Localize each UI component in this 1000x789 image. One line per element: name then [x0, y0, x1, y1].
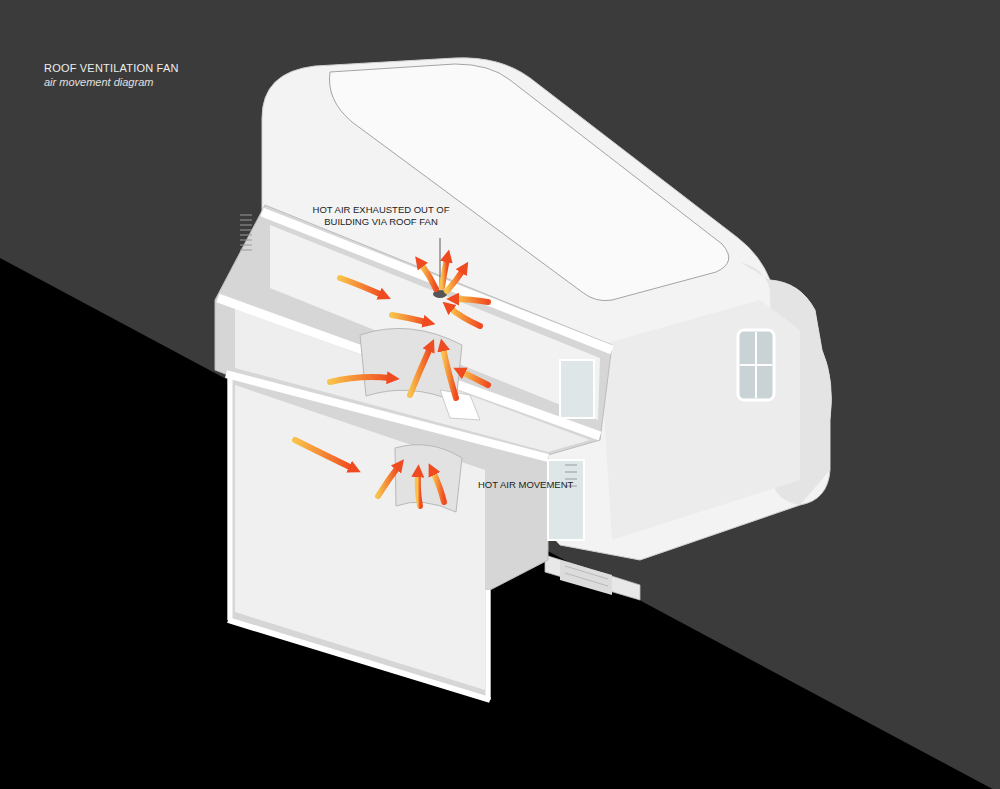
diagram-title: ROOF VENTILATION FAN	[44, 62, 304, 74]
callout-label: HOT AIR EXHAUSTED OUT OF BUILDING VIA RO…	[305, 204, 457, 228]
callout-holder: HOT AIR EXHAUSTED OUT OF BUILDING VIA RO…	[305, 204, 457, 228]
callout-holder: HOT AIR MOVEMENT	[478, 479, 588, 491]
callout-label: HOT AIR MOVEMENT	[478, 479, 588, 491]
title-block: ROOF VENTILATION FAN air movement diagra…	[44, 62, 304, 88]
subtitle: air movement diagram	[44, 76, 304, 88]
